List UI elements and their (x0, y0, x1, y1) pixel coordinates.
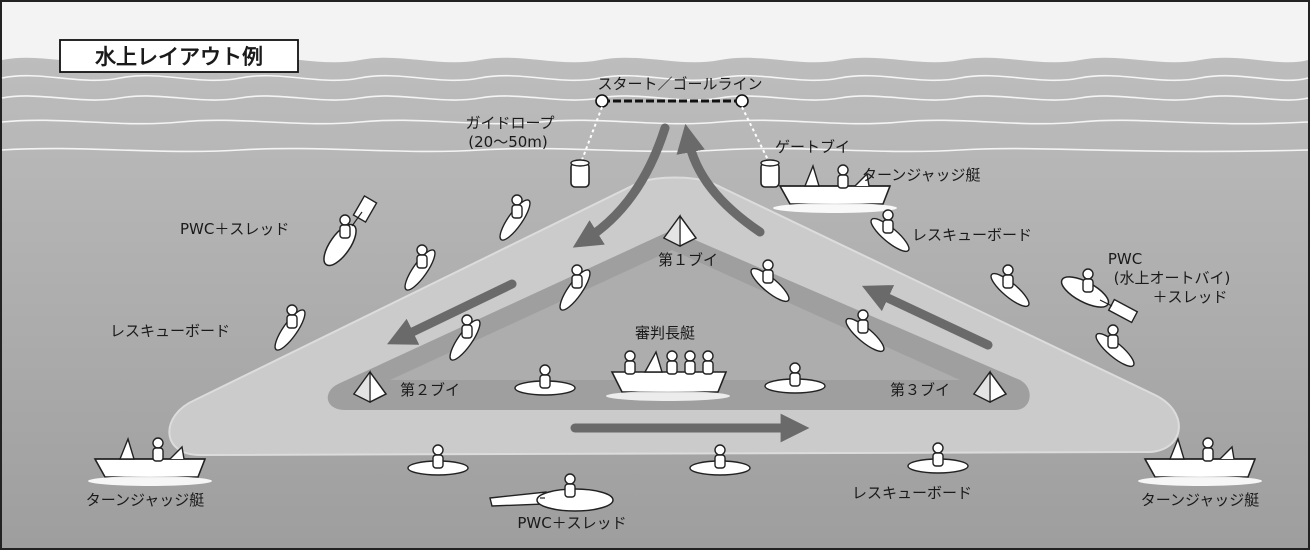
label-gate-buoy: ゲートブイ (775, 138, 850, 156)
pwc-sled-top (323, 195, 378, 267)
label-turn-judge-right: ターンジャッジ艇 (1141, 491, 1260, 509)
gate-buoy-left (570, 159, 590, 188)
label-pwc-right-detail: (水上オートバイ) (1114, 269, 1231, 287)
label-rescue-board-bottom: レスキューボード (852, 484, 972, 502)
label-guide-rope: ガイドロープ (465, 114, 554, 132)
arrow-from-buoy3 (861, 285, 993, 350)
pwc-sled-right (1060, 268, 1139, 324)
chief-judge-boat (606, 350, 730, 401)
label-start-goal-line: スタート／ゴールライン (597, 75, 762, 93)
label-chief-judge-boat: 審判長艇 (635, 324, 695, 342)
label-pwc-right-sled: ＋スレッド (1152, 288, 1227, 306)
label-turn-judge-left: ターンジャッジ艇 (86, 491, 205, 509)
diagram-title: 水上レイアウト例 (95, 45, 263, 69)
course-inner-light (390, 250, 960, 380)
label-turn-judge-top: ターンジャッジ艇 (862, 166, 981, 184)
label-rescue-board-left: レスキューボード (110, 322, 230, 340)
arrow-to-buoy2 (387, 279, 517, 345)
labels: スタート／ゴールライン ガイドロープ (20～50m) ゲートブイ ターンジャッ… (86, 75, 1260, 532)
course-arrows (387, 123, 993, 443)
gate-buoy-right (760, 159, 780, 188)
label-buoy-2: 第２ブイ (400, 381, 460, 399)
arrow-start-to-buoy1 (572, 123, 670, 248)
label-guide-rope-length: (20～50m) (468, 133, 548, 151)
title-box: 水上レイアウト例 (59, 39, 299, 73)
pwc-sled-bottom (489, 473, 614, 512)
arrow-buoy1-to-finish (676, 123, 765, 237)
label-buoy-1: 第１ブイ (658, 251, 718, 269)
label-pwc-right: PWC (1108, 250, 1142, 268)
guide-rope-right (741, 106, 769, 161)
label-pwc-sled-top: PWC＋スレッド (180, 220, 289, 238)
label-buoy-3: 第３ブイ (890, 381, 950, 399)
label-pwc-sled-bottom: PWC＋スレッド (517, 514, 626, 532)
start-goal-line (581, 94, 769, 161)
label-rescue-board-right-top: レスキューボード (912, 226, 1032, 244)
wave-lines (1, 74, 1309, 153)
